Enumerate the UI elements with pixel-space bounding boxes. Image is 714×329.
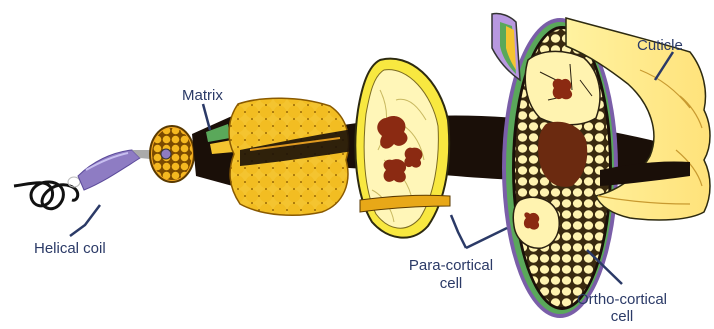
para-cortical-leader-line-2 [466, 228, 507, 248]
helical-coil-shape [14, 150, 160, 209]
macrofibril-cluster [229, 98, 360, 215]
matrix-leader-line [203, 104, 210, 130]
para-cortical-label-line1: Para-cortical [392, 258, 510, 274]
ortho-cortical-label-line2: cell [554, 309, 690, 325]
ortho-cortical-label-line1: Ortho-cortical [554, 292, 690, 308]
cuticle-label: Cuticle [637, 38, 683, 54]
matrix-label: Matrix [182, 88, 223, 104]
para-cortical-label: Para-cortical cell [392, 258, 510, 292]
para-cortical-leader-line [451, 215, 466, 248]
helical-coil-leader-line [70, 205, 100, 236]
microfibril-bundle [150, 126, 194, 182]
ortho-cortical-label: Ortho-cortical cell [554, 292, 690, 325]
helical-coil-label: Helical coil [34, 241, 106, 257]
para-cortical-cell-shape [355, 59, 450, 238]
para-cortical-label-line2: cell [392, 276, 510, 292]
